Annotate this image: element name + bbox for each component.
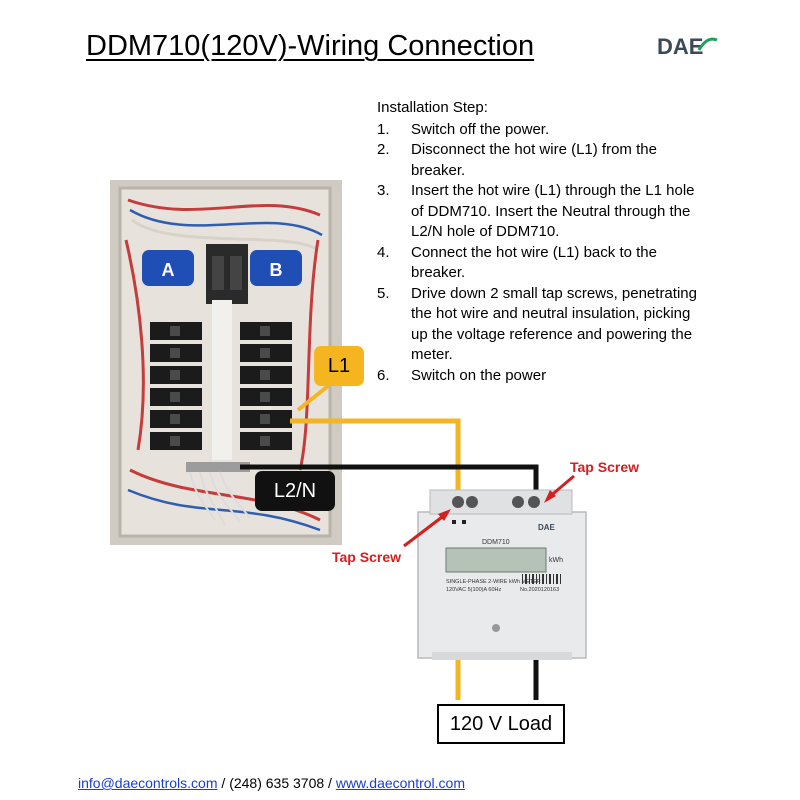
barcode [522, 574, 561, 584]
phone-number: (248) 635 3708 [229, 775, 325, 791]
meter-brand: DAE [538, 523, 556, 532]
panel-label-b: B [270, 260, 283, 280]
dae-logo: DAE [657, 34, 718, 59]
breaker-panel: A B [110, 180, 342, 545]
footer-contact: info@daecontrols.com / (248) 635 3708 / … [78, 775, 465, 791]
list-item: 3.Insert the hot wire (L1) through the L… [377, 182, 695, 240]
email-link[interactable]: info@daecontrols.com [78, 775, 218, 791]
list-item: 2.Disconnect the hot wire (L1) from the … [377, 141, 657, 179]
panel-label-a: A [162, 260, 175, 280]
separator: / [324, 775, 336, 791]
tap-screw-label-right: Tap Screw [570, 459, 639, 475]
meter-serial: No.2020120163 [520, 587, 559, 593]
meter-spec-line2: 120VAC 5(100)A 60Hz [446, 587, 501, 593]
list-item: 4.Connect the hot wire (L1) back to the … [377, 243, 657, 282]
separator: / [217, 775, 230, 791]
installation-heading: Installation Step: [377, 99, 488, 116]
meter-spec-line1: SINGLE-PHASE 2-WIRE kWh METER [446, 579, 541, 585]
list-item: 6.Switch on the power [377, 366, 547, 384]
list-item: 5.Drive down 2 small tap screws, penetra… [377, 284, 697, 364]
website-link[interactable]: www.daecontrol.com [335, 775, 465, 791]
installation-steps: Installation Step: 1.Switch off the powe… [377, 98, 707, 386]
meter-unit: kWh [549, 557, 563, 564]
tap-screw-label-left: Tap Screw [332, 549, 401, 565]
label-l1: L1 [314, 346, 364, 386]
label-l2n: L2/N [255, 471, 335, 511]
energy-meter: DDM710 DAE kWh SINGLE-PHASE 2-WIRE kWh M… [417, 489, 587, 660]
load-box: 120 V Load [437, 704, 565, 744]
tap-screw-arrows [403, 474, 575, 548]
meter-model: DDM710 [482, 539, 510, 546]
svg-text:DAE: DAE [657, 34, 703, 59]
list-item: 1.Switch off the power. [377, 120, 550, 138]
page-title: DDM710(120V)-Wiring Connection [86, 30, 535, 62]
